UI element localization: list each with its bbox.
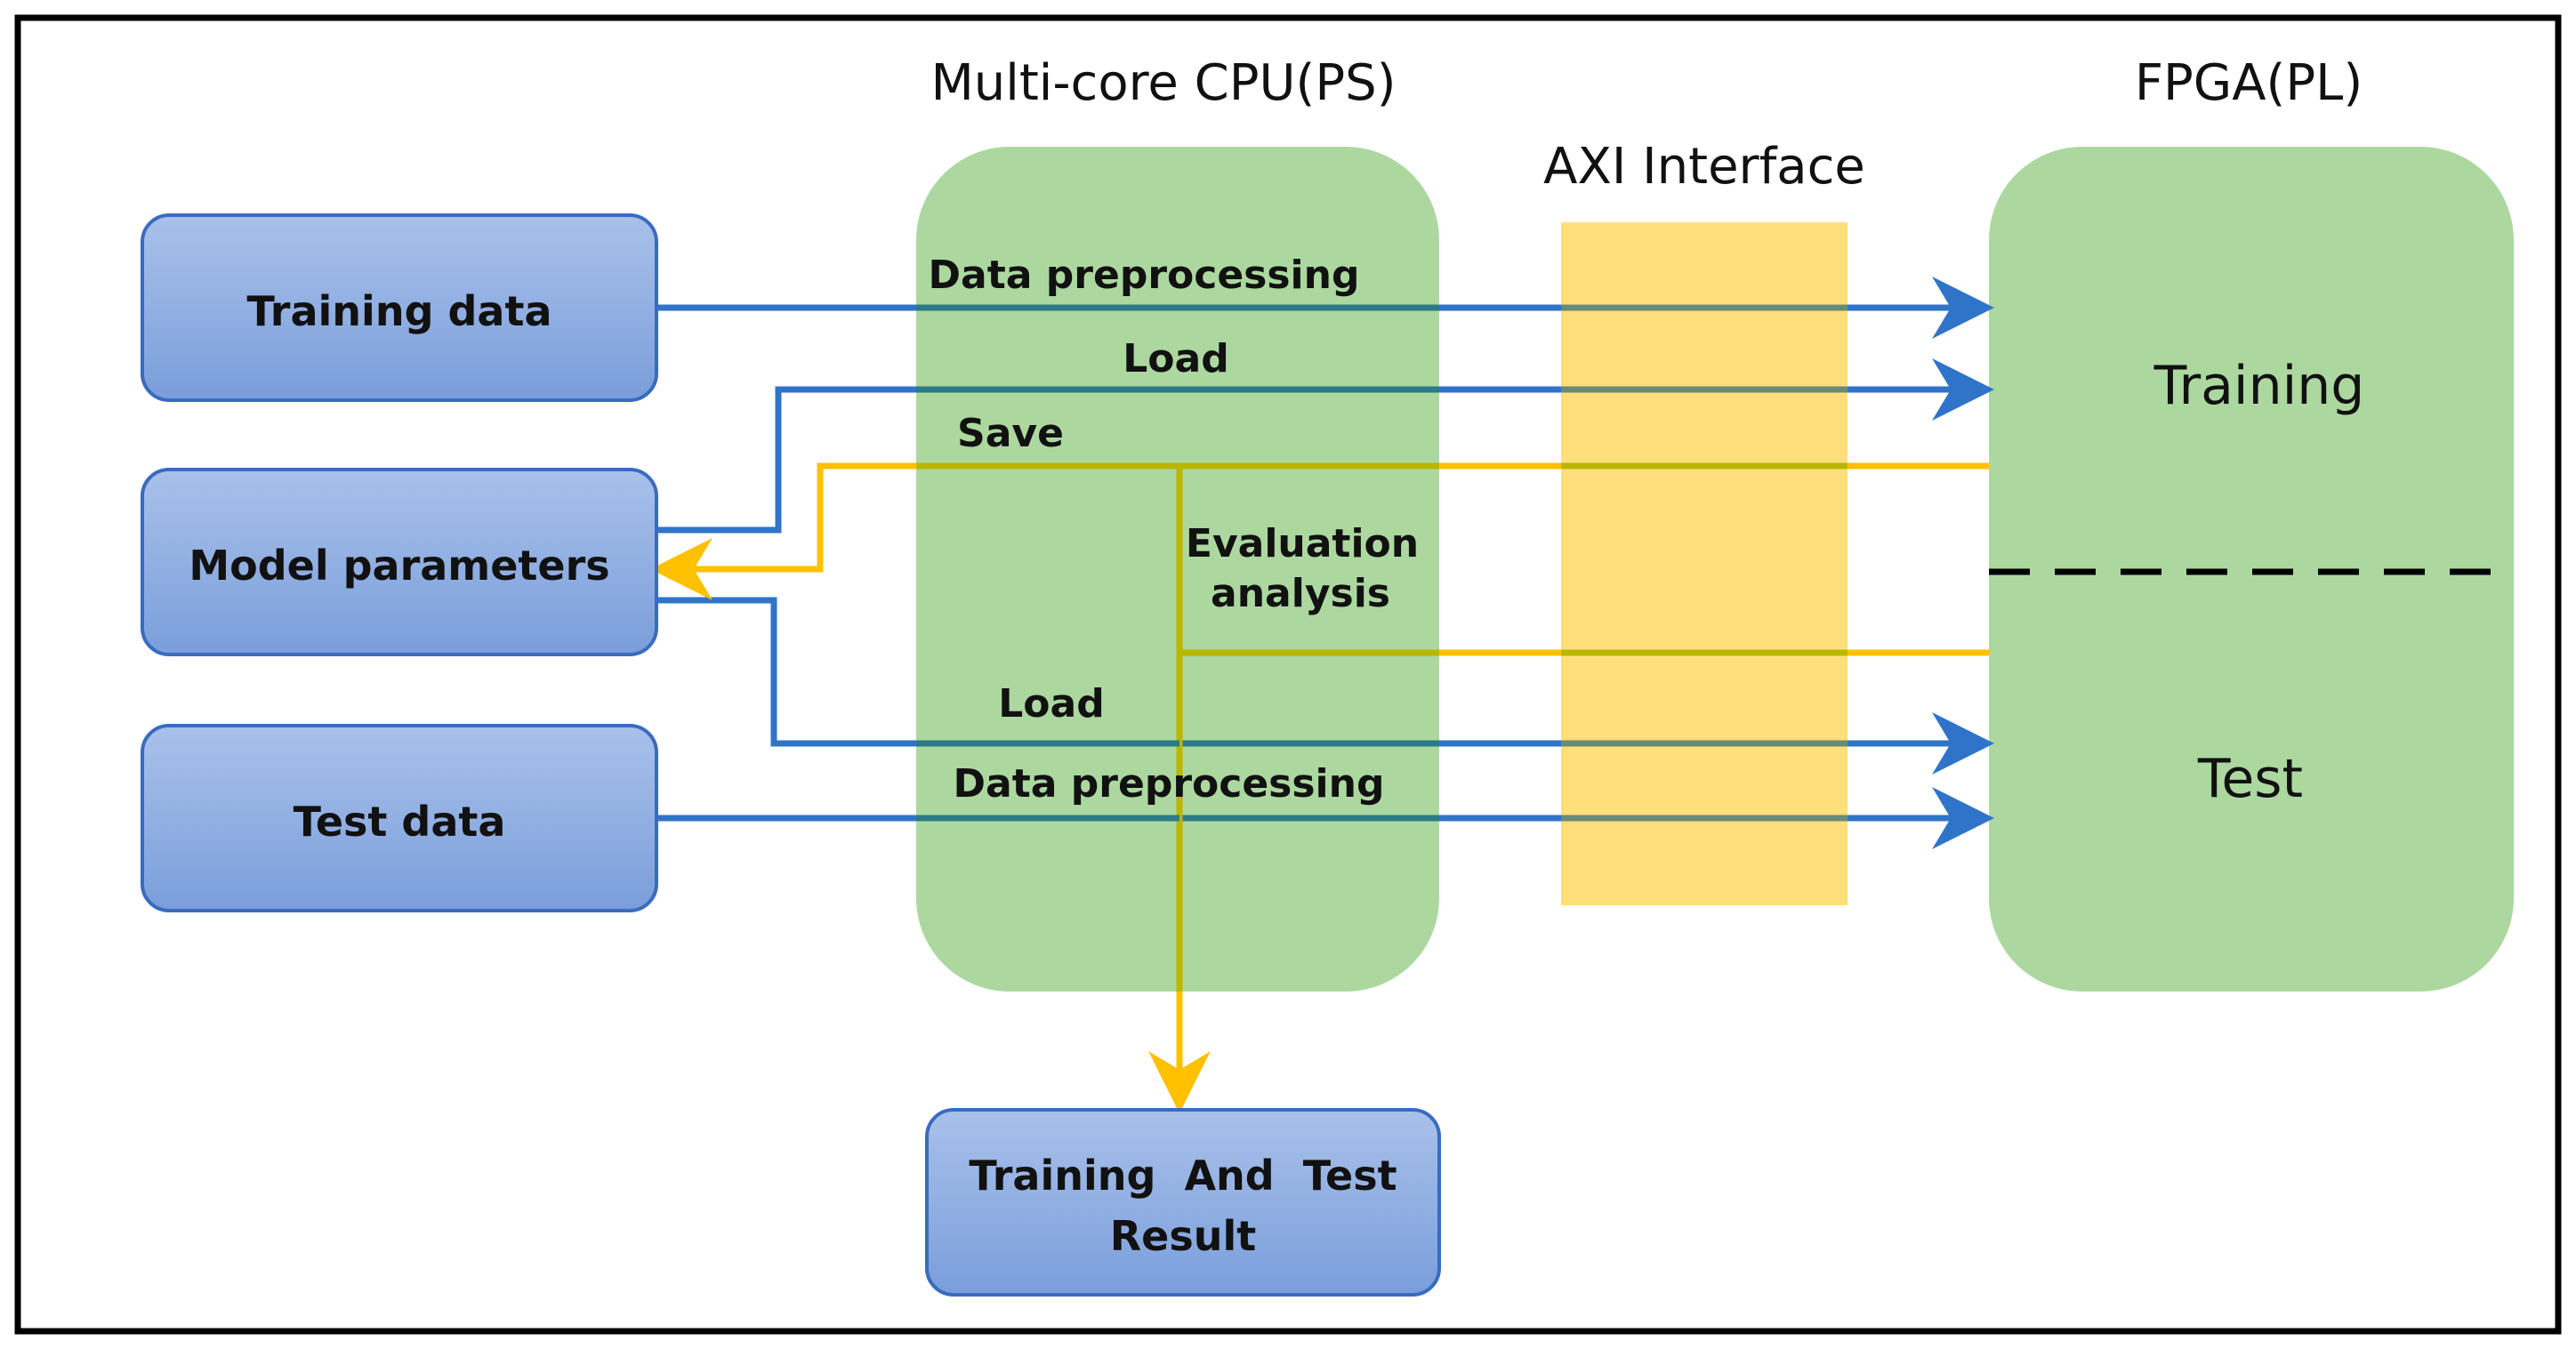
fpga-training-label: Training — [2153, 355, 2365, 417]
fpga-region — [1989, 147, 2514, 992]
training-data-box: Training data — [141, 213, 658, 402]
model-parameters-box: Model parameters — [141, 468, 658, 656]
load-top-label: Load — [1123, 336, 1228, 381]
model-parameters-label: Model parameters — [189, 542, 609, 590]
evaluation-label-line2: analysis — [1211, 571, 1390, 616]
cpu-header: Multi-core CPU(PS) — [930, 54, 1396, 112]
flow-overlaps — [916, 304, 1847, 992]
test-data-box: Test data — [141, 724, 658, 912]
save-label: Save — [957, 411, 1064, 456]
result-label-line1: Training And Test — [969, 1152, 1397, 1200]
axi-band — [1561, 222, 1847, 905]
fpga-header: FPGA(PL) — [2135, 54, 2363, 112]
training-data-label: Training data — [246, 287, 551, 335]
load-bottom-label: Load — [998, 681, 1104, 727]
evaluation-label-line1: Evaluation — [1186, 521, 1419, 566]
axi-header: AXI Interface — [1543, 138, 1865, 196]
test-data-label: Test data — [294, 798, 506, 846]
data-preprocessing-top-label: Data preprocessing — [929, 253, 1360, 298]
result-label-line2: Result — [1110, 1212, 1257, 1260]
fpga-test-label: Test — [2197, 748, 2303, 810]
data-preprocessing-bottom-label: Data preprocessing — [954, 761, 1385, 807]
result-box: Training And Test Result — [925, 1108, 1441, 1297]
